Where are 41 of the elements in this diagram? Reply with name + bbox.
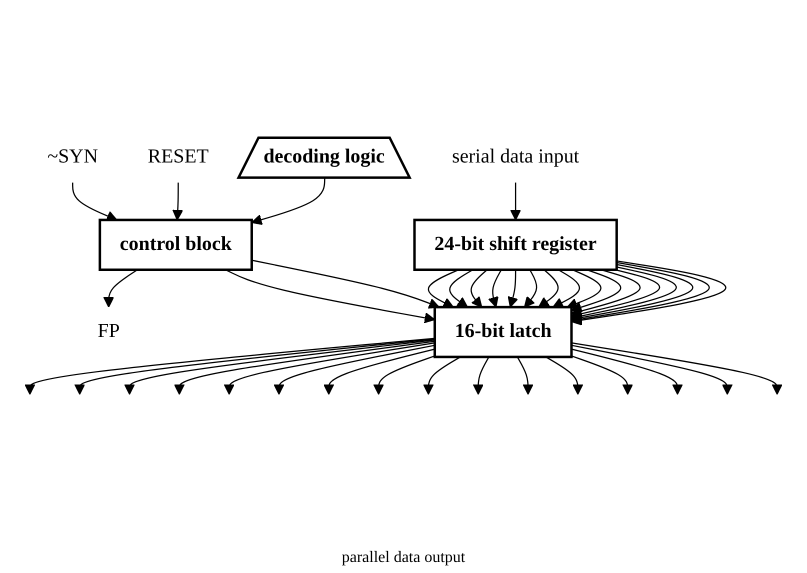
node-text: ~SYN xyxy=(47,146,98,168)
output-label: parallel data output xyxy=(342,549,466,567)
arrow xyxy=(552,269,580,308)
arrow xyxy=(428,269,459,308)
node-box: 16-bit latch xyxy=(434,306,573,358)
arrow xyxy=(470,269,488,308)
arrow xyxy=(571,344,733,395)
arrow xyxy=(124,339,435,395)
arrow xyxy=(472,356,490,395)
arrow xyxy=(546,356,584,395)
arrow xyxy=(323,348,435,395)
arrow xyxy=(252,260,440,309)
arrow xyxy=(373,355,435,395)
arrow xyxy=(516,356,534,395)
arrow xyxy=(524,269,538,308)
node-text: serial data input xyxy=(452,146,580,168)
node-text: FP xyxy=(98,320,120,342)
arrow xyxy=(571,342,783,395)
arrow xyxy=(449,269,474,308)
arrow xyxy=(251,178,326,225)
arrow xyxy=(571,348,683,395)
node-text: RESET xyxy=(148,146,209,168)
arrow xyxy=(571,269,622,312)
node-box: control block xyxy=(98,218,253,271)
arrow xyxy=(571,355,634,395)
node-box: 24-bit shift register xyxy=(413,218,618,271)
arrow xyxy=(273,344,435,395)
arrow xyxy=(508,270,518,308)
arrow xyxy=(103,269,138,308)
arrow xyxy=(571,269,660,320)
arrow xyxy=(174,340,435,395)
arrow xyxy=(488,269,502,308)
arrow xyxy=(571,269,641,316)
arrow xyxy=(566,269,602,309)
arrow xyxy=(510,182,522,220)
arrow xyxy=(422,356,461,395)
arrow xyxy=(571,264,694,324)
arrow xyxy=(224,342,435,395)
arrow xyxy=(172,182,184,220)
arrow xyxy=(538,269,559,308)
arrow xyxy=(225,269,436,324)
